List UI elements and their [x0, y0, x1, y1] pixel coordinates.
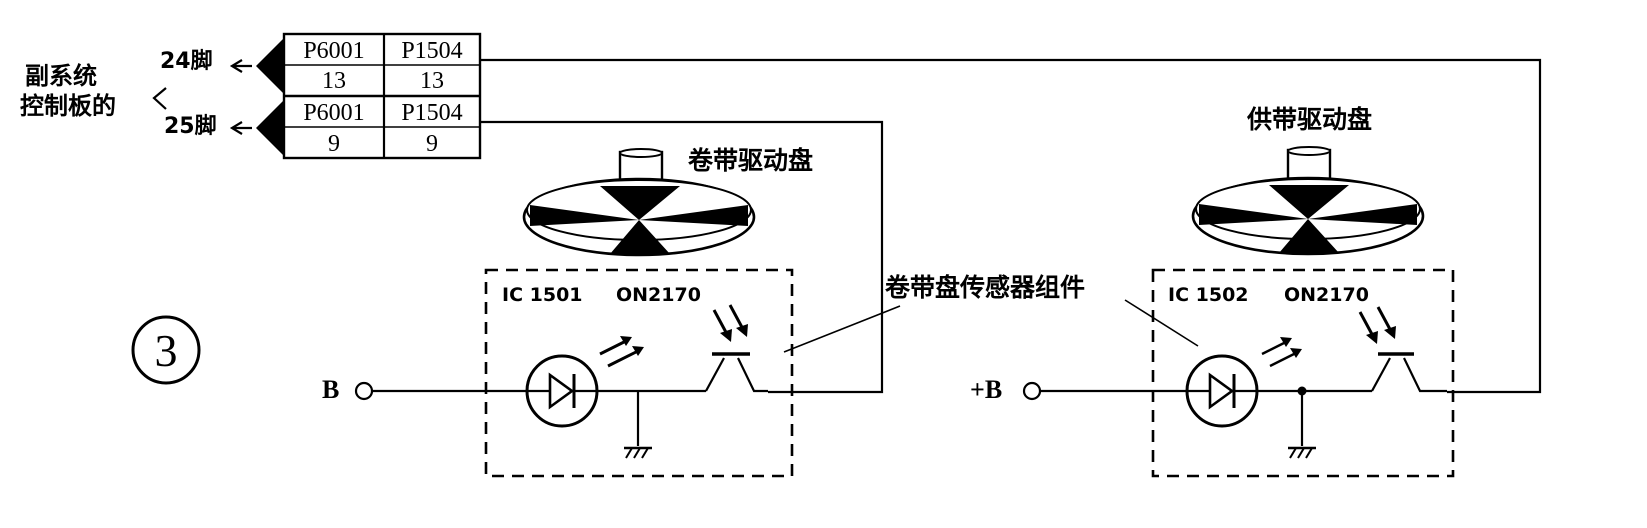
takeup-phototransistor-icon [705, 304, 768, 393]
supply-part-label: ON2170 [1284, 284, 1369, 306]
subsystem-label-line2: 控制板的 [20, 92, 116, 120]
supply-led-emission-icon [1261, 337, 1302, 368]
sensor-assembly-label: 卷带盘传感器组件 [885, 273, 1085, 302]
supply-supply-label: +B [970, 375, 1002, 404]
table-cell-r1c1: P6001 [303, 38, 364, 64]
supply-reel-disk [1191, 146, 1425, 256]
figure-number-text: 3 [155, 325, 178, 376]
takeup-reel-title: 卷带驱动盘 [688, 146, 813, 175]
supply-ground-icon [1288, 386, 1316, 459]
takeup-reel-disk [522, 148, 756, 257]
pin25-arrow-icon [229, 121, 252, 135]
takeup-led-emission-icon [599, 336, 644, 368]
brace-symbol [152, 87, 167, 110]
connector-table: P6001 P1504 13 13 P6001 P1504 9 9 [282, 32, 482, 160]
takeup-supply-terminal [354, 381, 374, 401]
sensor-pointer-right [1124, 299, 1199, 347]
table-cell-r3c2: P1504 [401, 100, 462, 126]
supply-sensor-module-box [1151, 268, 1455, 478]
pin25-label: 25脚 [164, 114, 217, 139]
sensor-pointer-left [783, 305, 901, 353]
connector-triangle-24 [256, 38, 284, 94]
table-cell-r1c2: P1504 [401, 38, 462, 64]
pin24-arrow-icon [229, 59, 252, 73]
takeup-supply-label: B [322, 375, 339, 404]
supply-supply-terminal [1022, 381, 1042, 401]
takeup-ic-label: IC 1501 [502, 284, 583, 306]
figure-number-circle [131, 315, 201, 385]
wire-pin25-to-takeup-sensor [480, 120, 884, 394]
takeup-part-label: ON2170 [616, 284, 701, 306]
supply-reel-title: 供带驱动盘 [1246, 105, 1372, 134]
supply-phototransistor-icon [1358, 306, 1447, 393]
supply-ic-label: IC 1502 [1168, 284, 1249, 306]
table-cell-r3c1: P6001 [303, 100, 364, 126]
pin24-label: 24脚 [160, 49, 213, 74]
wire-pin24-to-supply-sensor [480, 58, 1542, 394]
takeup-sensor-module-box [484, 268, 794, 478]
supply-led-icon [1185, 354, 1259, 428]
takeup-led-icon [525, 354, 599, 428]
takeup-ground-icon [624, 391, 652, 459]
table-cell-r4c2: 9 [426, 131, 438, 157]
table-cell-r4c1: 9 [328, 131, 340, 157]
connector-triangle-25 [256, 100, 284, 156]
table-cell-r2c1: 13 [322, 68, 346, 94]
subsystem-label-line1: 副系统 [25, 62, 97, 90]
table-cell-r2c2: 13 [420, 68, 444, 94]
